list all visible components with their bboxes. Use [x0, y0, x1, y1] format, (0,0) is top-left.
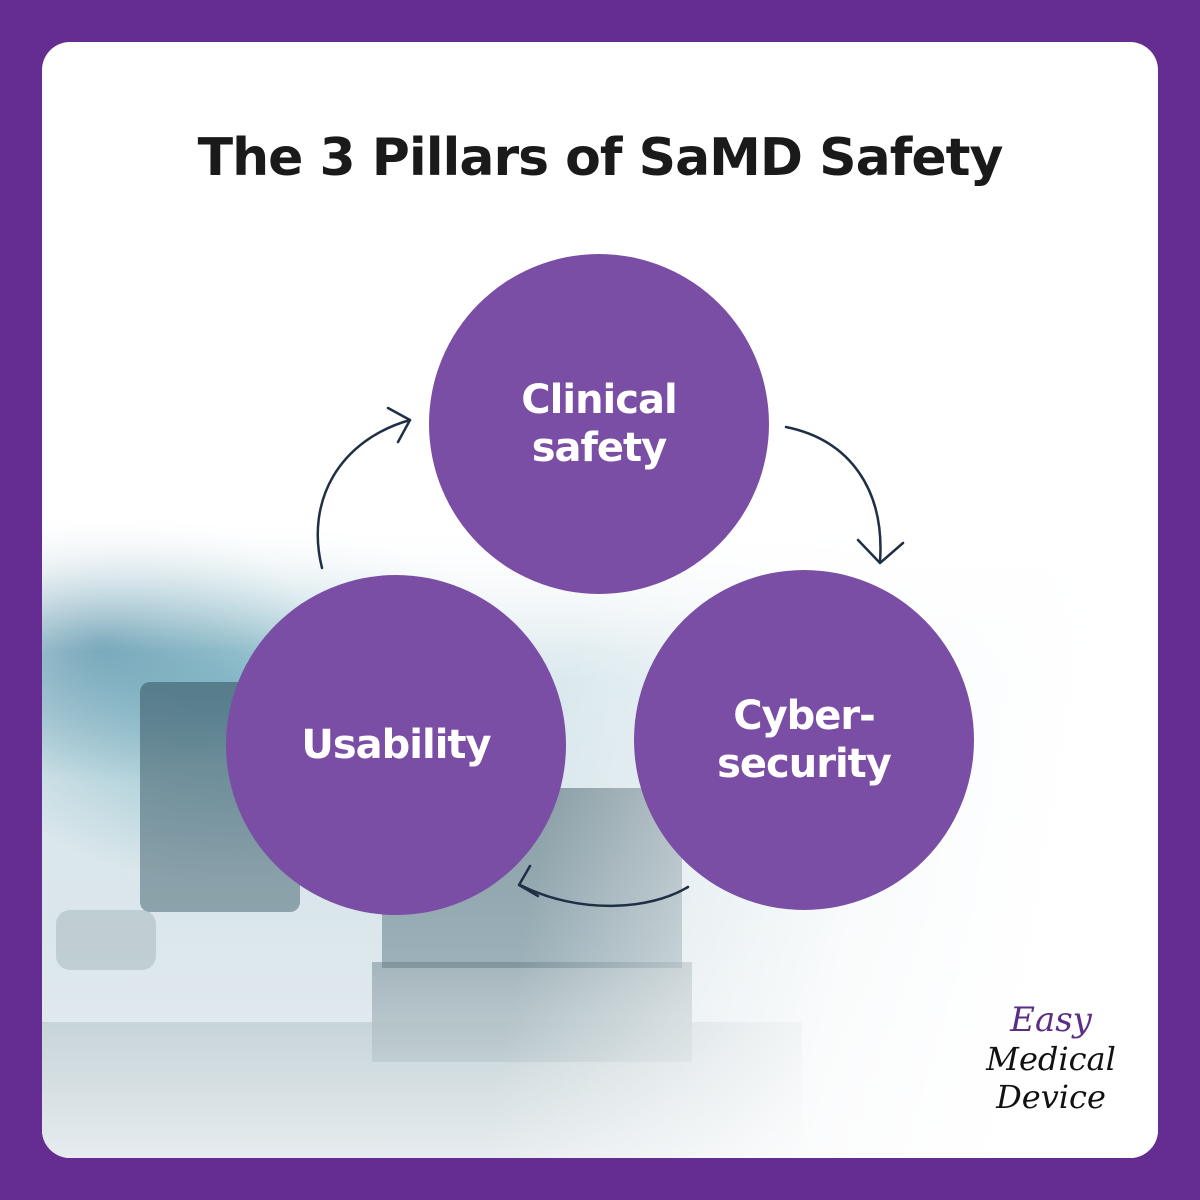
logo-line-device: Device [996, 1078, 1106, 1116]
logo-line-medical: Medical [986, 1040, 1116, 1078]
pillar-clinical-safety: Clinical safety [429, 254, 769, 594]
logo-line-easy: Easy [1010, 1000, 1092, 1040]
pillar-usability: Usability [226, 575, 566, 915]
arrow-cyber-to-usability [518, 883, 690, 908]
pillar-cybersecurity: Cyber- security [634, 570, 974, 910]
arrowhead-clinical [386, 406, 412, 444]
pillar-clinical-safety-label: Clinical safety [521, 377, 677, 471]
arrowhead-cyber [856, 538, 905, 565]
arrowhead-usability [517, 864, 540, 898]
arrow-usability-to-clinical [316, 418, 412, 570]
pillar-cybersecurity-label: Cyber- security [717, 693, 892, 787]
page-title: The 3 Pillars of SaMD Safety [197, 128, 1004, 188]
arrow-clinical-to-cyber [784, 425, 882, 564]
pillar-usability-label: Usability [301, 722, 491, 768]
easy-medical-device-logo: Easy Medical Device [976, 1000, 1126, 1130]
